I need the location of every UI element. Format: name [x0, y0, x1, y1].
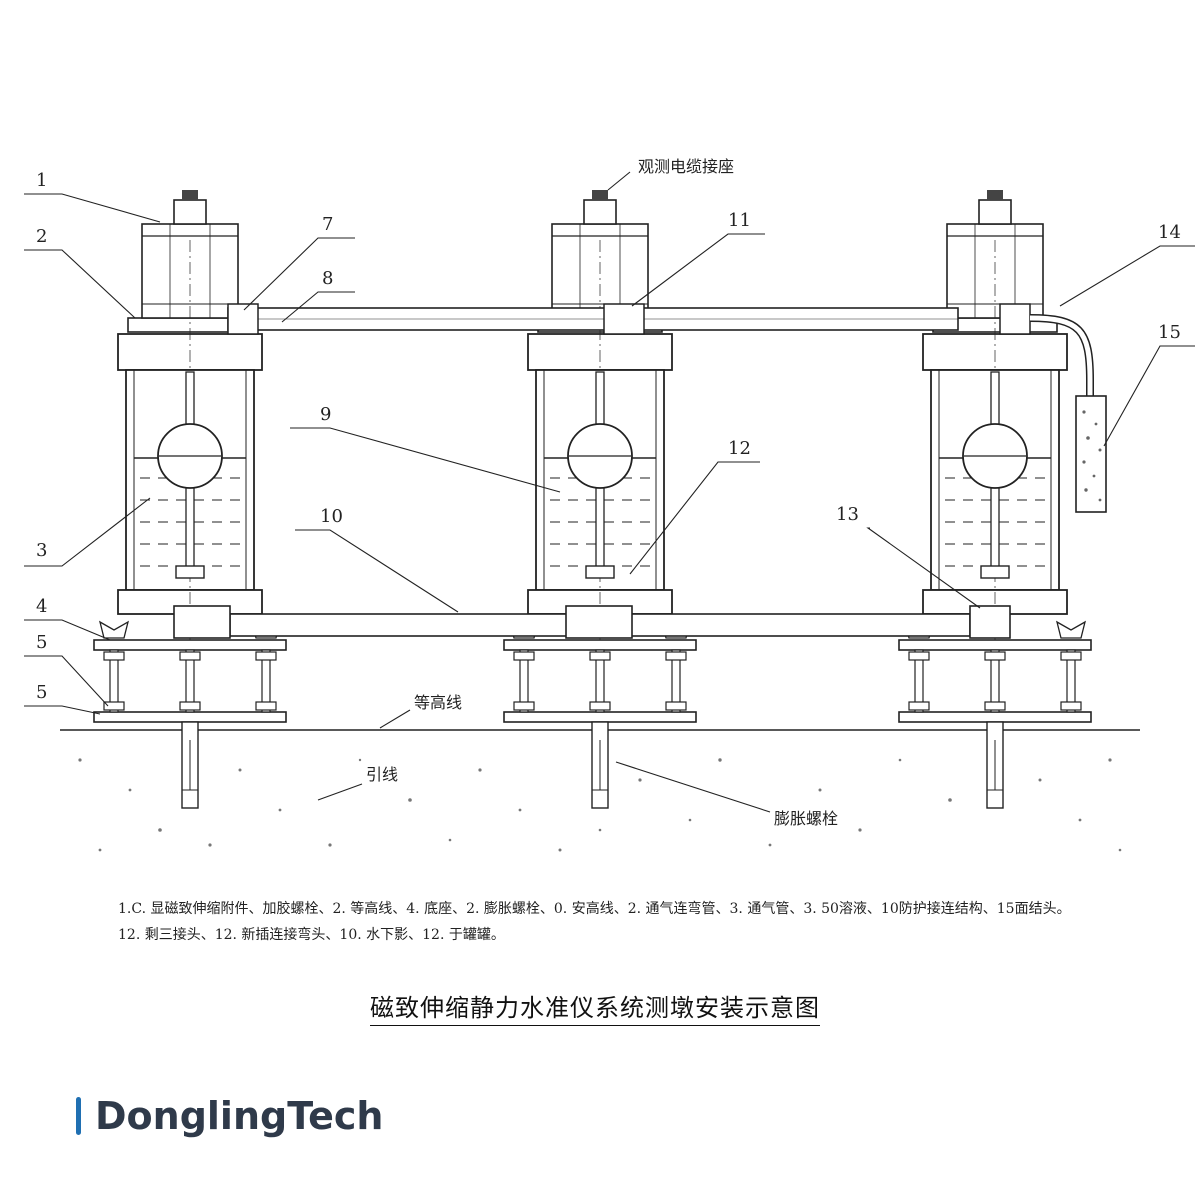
part-label-5a: 5: [36, 632, 47, 653]
vent-pipe: [227, 303, 1094, 396]
callout-equal-height-line: 等高线: [414, 693, 462, 712]
callout-expansion-bolt: 膨胀螺栓: [774, 809, 838, 828]
part-label-14: 14: [1158, 222, 1181, 243]
callout-cable-connector: 观测电缆接座: [638, 157, 734, 176]
brand-accent-bar: [76, 1097, 81, 1135]
legend-line-1: 1.C. 显磁致伸缩附件、加胶螺栓、2. 等高线、4. 底座、2. 膨胀螺栓、0…: [118, 901, 1071, 917]
part-label-8: 8: [322, 268, 333, 289]
callout-lead-wire: 引线: [366, 765, 398, 784]
legend-line-2: 12. 剩三接头、12. 新插连接弯头、10. 水下影、12. 于罐罐。: [118, 927, 505, 943]
part-label-4: 4: [36, 596, 47, 617]
part-label-5b: 5: [36, 682, 47, 703]
part-label-7: 7: [322, 214, 333, 235]
part-label-11: 11: [728, 210, 751, 231]
level-unit-left: [93, 189, 287, 809]
leader-lines: [24, 171, 1195, 813]
level-unit-right: [898, 189, 1092, 809]
part-label-1: 1: [36, 170, 47, 191]
parts-legend: 1.C. 显磁致伸缩附件、加胶螺栓、2. 等高线、4. 底座、2. 膨胀螺栓、0…: [118, 896, 1118, 948]
part-label-15: 15: [1158, 322, 1181, 343]
part-label-10: 10: [320, 506, 343, 527]
liquid-pipe: [173, 605, 1011, 639]
brand-logo: DonglingTech: [76, 1094, 383, 1138]
level-unit-middle: [503, 189, 697, 809]
filter-canister: [1075, 395, 1107, 513]
brand-name: DonglingTech: [95, 1094, 384, 1138]
diagram-title: 磁致伸缩静力水准仪系统测墩安装示意图: [370, 988, 820, 1026]
part-label-2: 2: [36, 226, 47, 247]
part-label-12: 12: [728, 438, 751, 459]
part-label-9: 9: [320, 404, 331, 425]
part-label-3: 3: [36, 540, 47, 561]
part-label-13: 13: [836, 504, 859, 525]
